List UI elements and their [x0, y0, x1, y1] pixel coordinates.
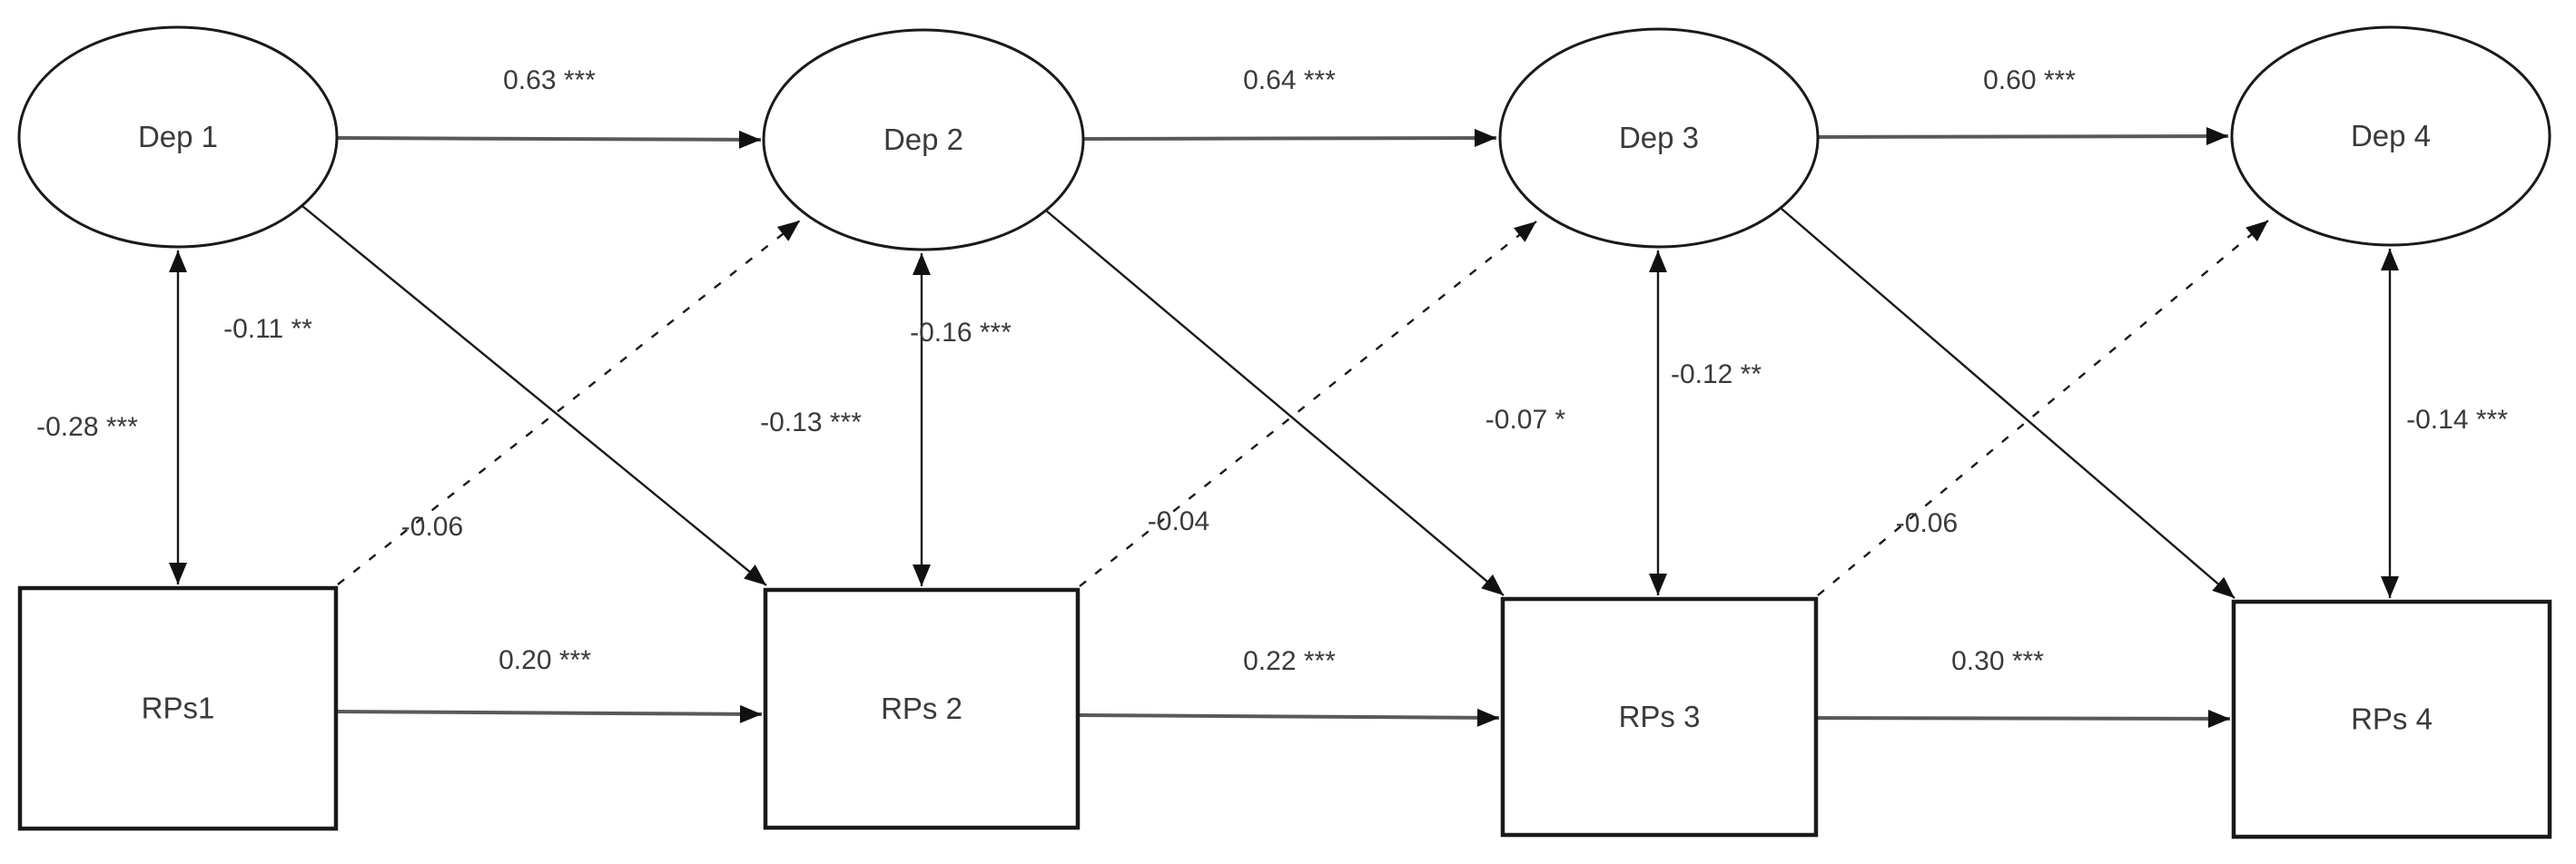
node-label-dep2: Dep 2	[883, 123, 963, 156]
node-label-rps4: RPs 4	[2351, 702, 2433, 736]
edge-label-rps3-rps4: 0.30 ***	[1951, 646, 2044, 676]
edge-label-dep1-dep2: 0.63 ***	[503, 65, 596, 95]
edge-label-dep1-rps1: -0.28 ***	[36, 412, 138, 442]
edge-dep1-dep2	[336, 130, 762, 149]
node-label-rps2: RPs 2	[881, 692, 962, 725]
edge-label-dep2-dep3: 0.64 ***	[1243, 65, 1336, 95]
node-label-rps1: RPs1	[142, 692, 215, 725]
edge-label-rps2-dep3: -0.04	[1148, 506, 1209, 536]
node-rps4	[2231, 599, 2552, 839]
edge-rps3-rps4	[1815, 709, 2231, 728]
edge-labels-layer: 0.63 *** 0.64 *** 0.60 *** 0.20 *** 0.22 ***…	[36, 65, 2508, 676]
node-rps3	[1500, 596, 1819, 838]
edge-rps3-dep4	[1817, 220, 2269, 596]
edge-label-dep3-rps3: -0.07 *	[1485, 405, 1566, 435]
node-dep3	[1498, 27, 1820, 249]
edges-layer	[169, 127, 2399, 728]
edge-label-dep4-rps4: -0.14 ***	[2406, 405, 2508, 435]
node-label-dep1: Dep 1	[138, 120, 218, 153]
edge-rps2-rps3	[1077, 708, 1500, 727]
edge-dep1-rps2	[301, 205, 767, 586]
edge-label-dep2-rps2: -0.13 ***	[760, 407, 862, 437]
edge-label-dep1-rps2: -0.11 **	[223, 314, 312, 344]
node-dep1	[17, 25, 339, 249]
edge-label-rps3-dep4: -0.06	[1896, 508, 1958, 538]
edge-label-rps1-dep2: -0.06	[401, 512, 463, 542]
edge-rps2-dep3	[1079, 221, 1537, 587]
node-rps2	[763, 587, 1081, 830]
node-label-dep4: Dep 4	[2351, 119, 2431, 152]
edge-dep2-rps3	[1045, 210, 1505, 596]
node-rps1	[17, 585, 339, 831]
edge-label-rps1-rps2: 0.20 ***	[498, 645, 591, 675]
edge-dep3-dep4	[1817, 127, 2229, 146]
edge-label-dep3-dep4: 0.60 ***	[1983, 65, 2076, 95]
edge-dep3-rps4	[1781, 208, 2235, 599]
edge-dep2-dep3	[1082, 129, 1497, 148]
edge-label-rps2-rps3: 0.22 ***	[1243, 646, 1336, 676]
edge-rps1-rps2	[335, 704, 763, 723]
node-label-rps3: RPs 3	[1619, 700, 1701, 733]
node-label-dep3: Dep 3	[1619, 121, 1699, 154]
edge-label-dep2-rps3: -0.16 ***	[910, 318, 1012, 348]
node-dep2	[762, 28, 1085, 251]
edge-label-dep3-rps4: -0.12 **	[1671, 359, 1762, 389]
nodes-layer: Dep 1 Dep 2 Dep 3 Dep 4 RPs1 RPs 2 RPs 3 RPs 4	[17, 25, 2552, 839]
node-dep4	[2230, 25, 2551, 247]
